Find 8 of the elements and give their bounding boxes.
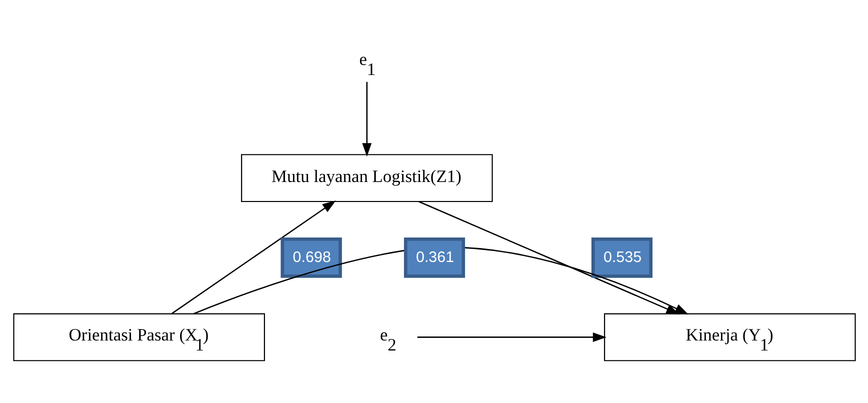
node-box: Mutu layanan Logistik(Z1)	[240, 154, 492, 202]
arrow	[170, 200, 336, 314]
arrow	[416, 332, 606, 342]
edge-label: 0.535	[602, 249, 642, 266]
edge-label: 0.361	[415, 249, 454, 266]
arrow	[418, 201, 680, 314]
edge-label: 0.698	[292, 249, 330, 266]
arrow	[362, 82, 372, 157]
